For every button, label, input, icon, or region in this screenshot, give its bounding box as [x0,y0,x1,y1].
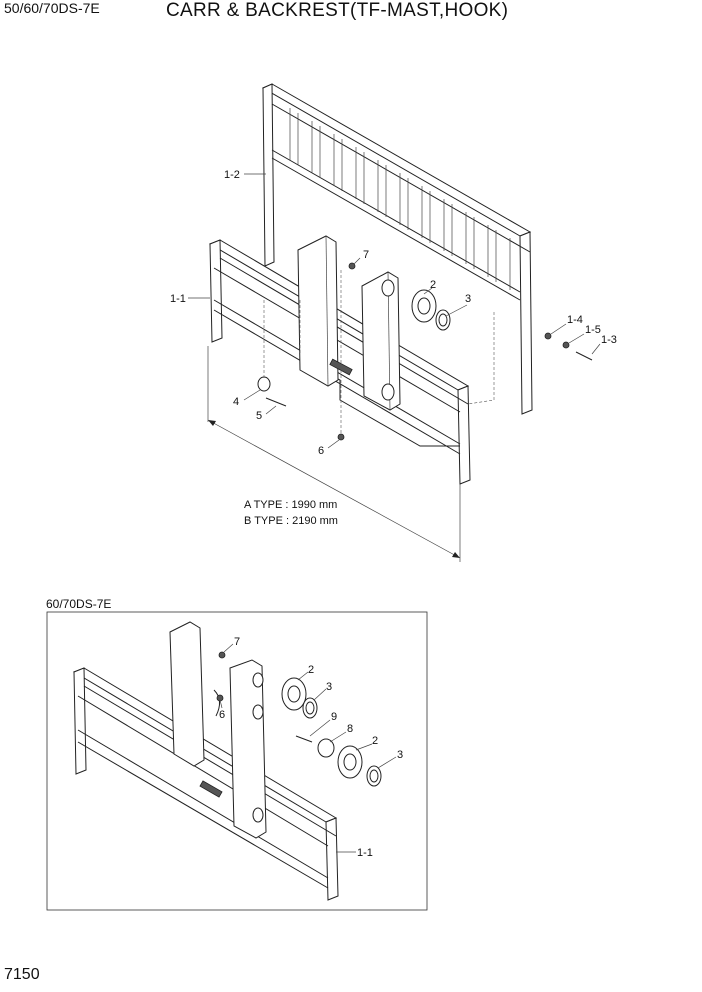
inset-frame [46,611,428,911]
callout-1-1: 1-1 [170,293,186,305]
bearing-assembly [257,262,593,441]
dimension-b-type: B TYPE : 2190 mm [244,515,338,527]
model-code: 50/60/70DS-7E [4,0,100,16]
inset-callout-1-1: 1-1 [357,847,373,859]
callout-2: 2 [430,279,436,291]
inset-callout-7: 7 [234,636,240,648]
inset-callout-2b: 2 [372,735,378,747]
inset-callout-2: 2 [308,664,314,676]
inset-callout-9: 9 [331,711,337,723]
inset-callout-3b: 3 [397,749,403,761]
callout-5: 5 [256,410,262,422]
inset-callout-8: 8 [347,723,353,735]
callout-6: 6 [318,445,324,457]
page-title: CARR & BACKREST(TF-MAST,HOOK) [166,0,509,21]
inset-carriage [72,621,339,901]
page-number: 7150 [4,966,40,983]
inset-callout-6: 6 [219,709,225,721]
callout-1-5: 1-5 [585,324,601,336]
inset-bearings [216,651,382,823]
callout-1-3: 1-3 [601,334,617,346]
callout-7: 7 [363,249,369,261]
carriage-frame [208,235,471,485]
callout-1-2: 1-2 [224,169,240,181]
callout-3: 3 [465,293,471,305]
callout-1-4: 1-4 [567,314,583,326]
dimension-a-type: A TYPE : 1990 mm [244,499,337,511]
backrest-frame [261,83,533,415]
inset-callout-3: 3 [326,681,332,693]
inset-label: 60/70DS-7E [46,597,112,611]
callout-4: 4 [233,396,239,408]
